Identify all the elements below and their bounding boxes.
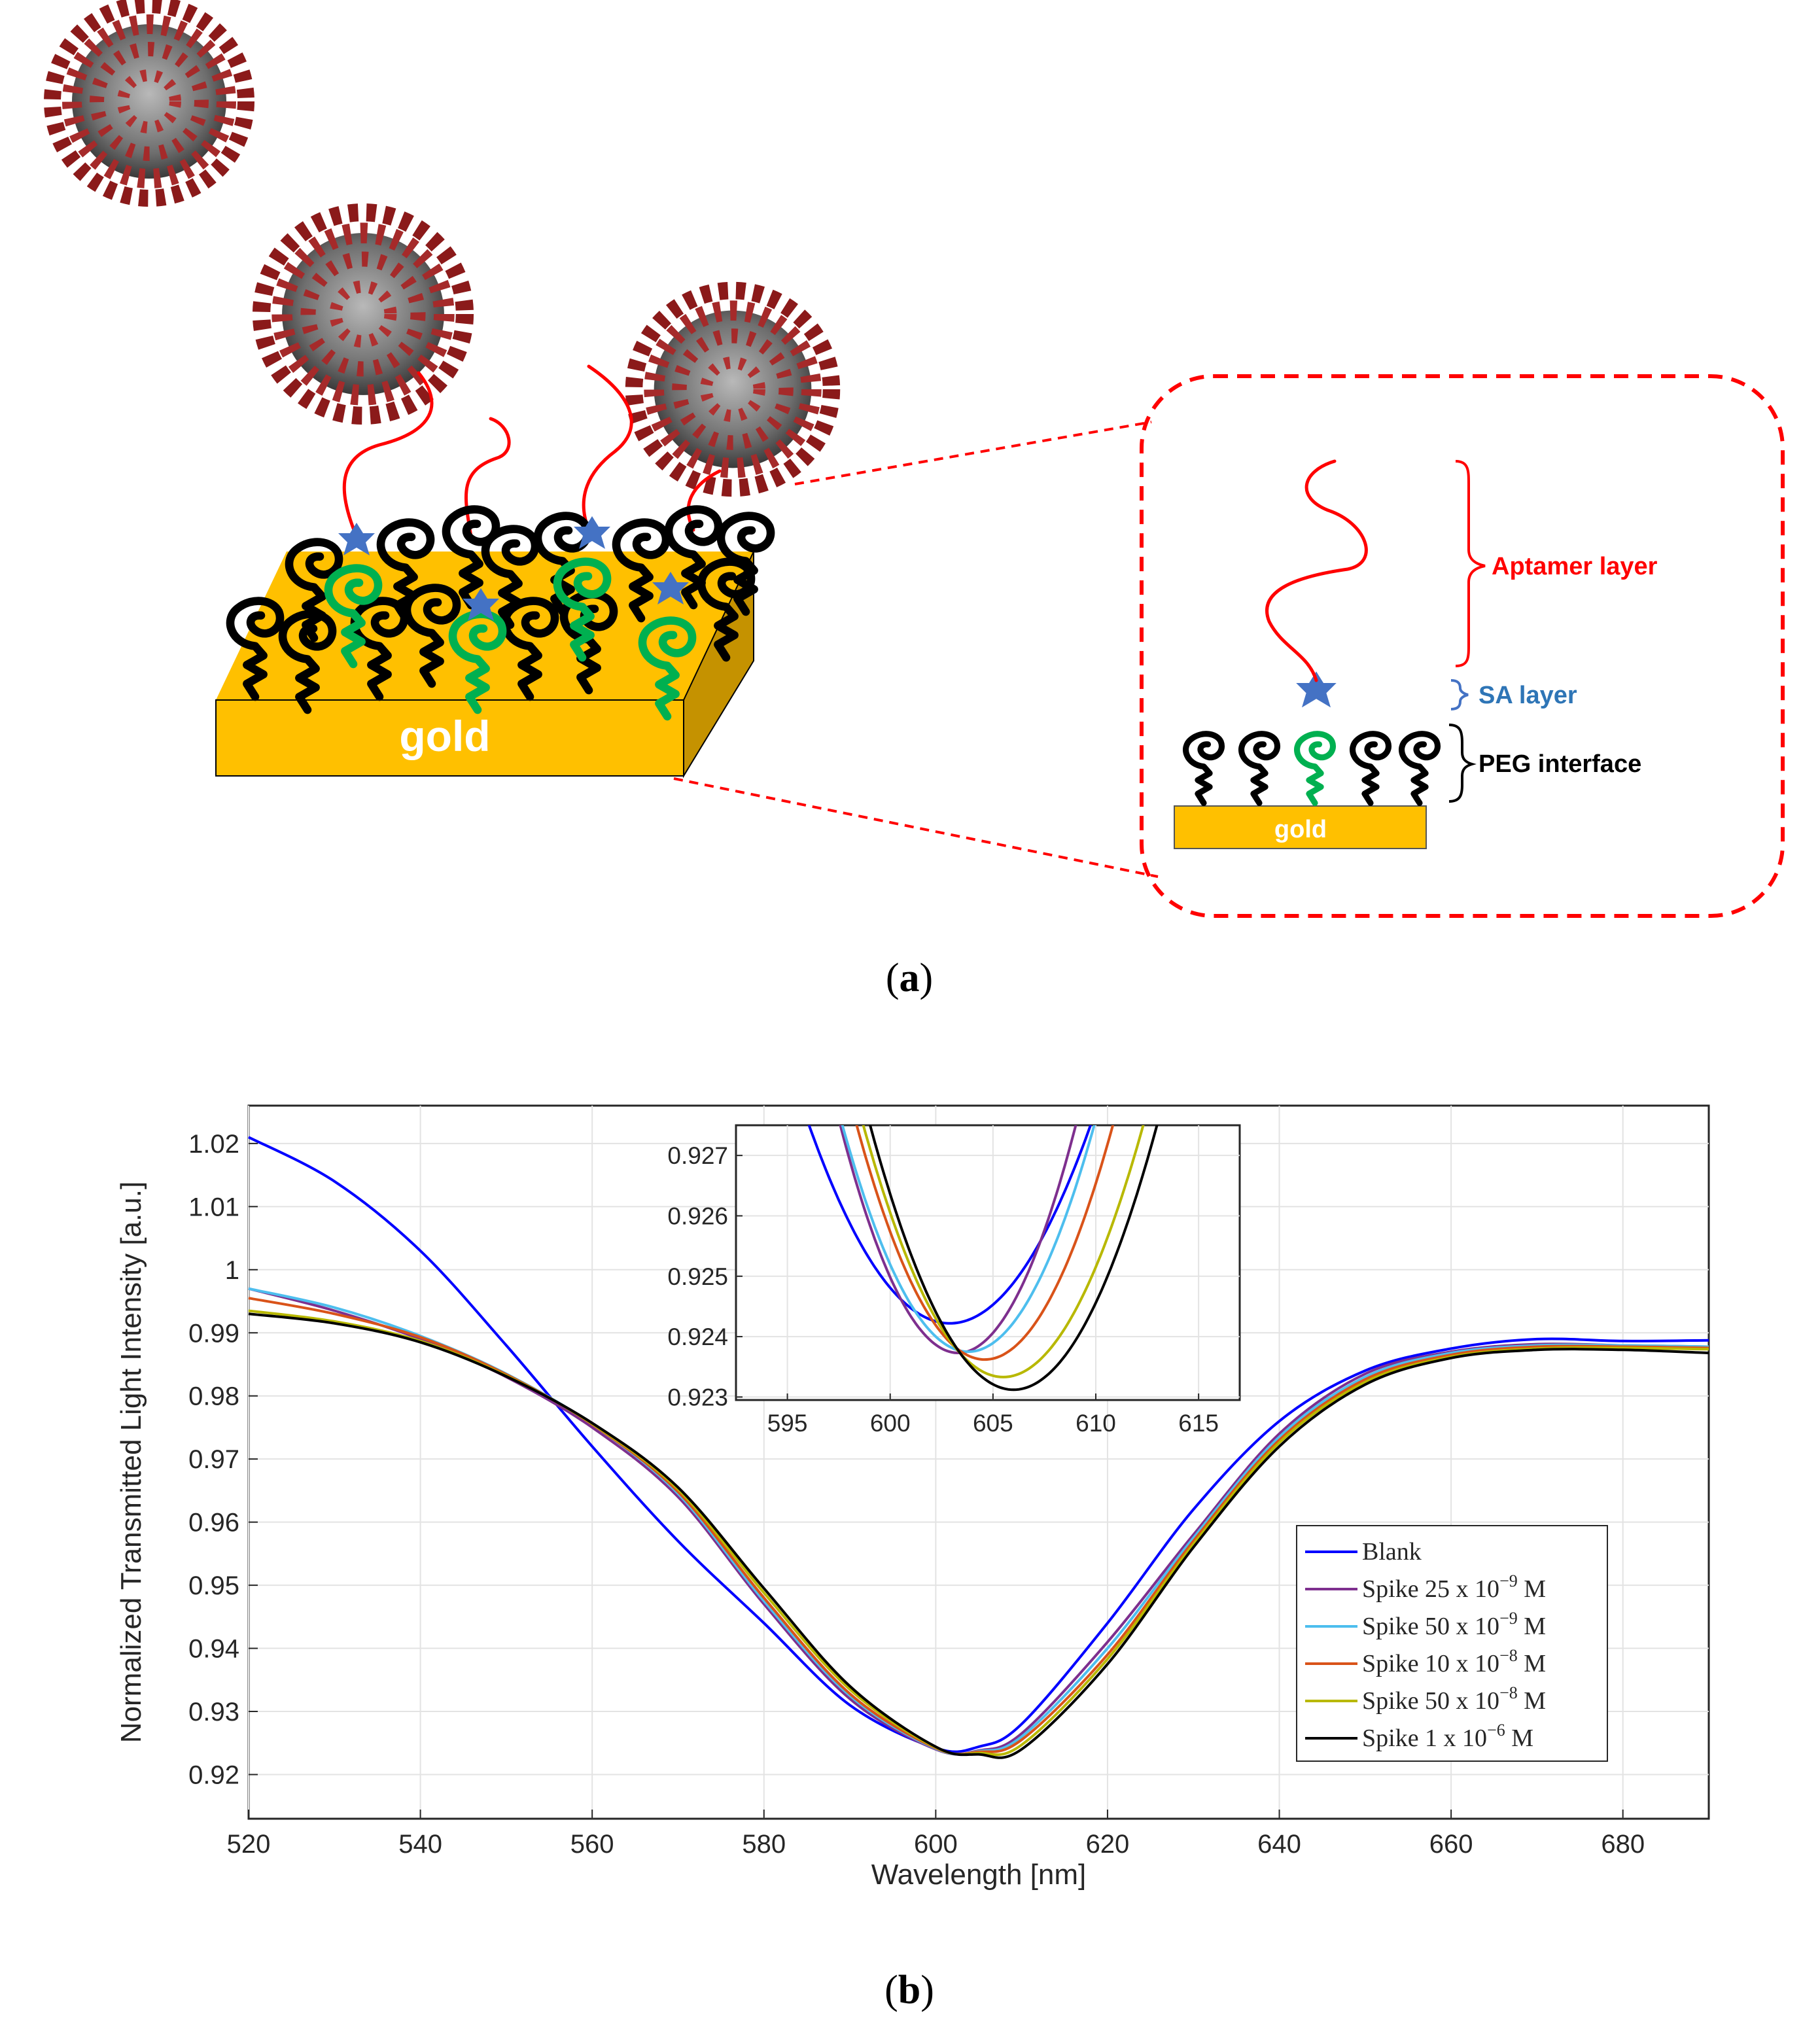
inset-y-tick-label: 0.925 [667,1263,728,1290]
legend-label-1: Spike 25 x 10−9 M [1362,1571,1546,1603]
x-tick-label: 620 [1086,1830,1130,1859]
virus-particle-2 [262,213,465,416]
sa-layer-label: SA layer [1479,682,1577,709]
aptamer-layer-label: Aptamer layer [1492,553,1658,580]
gold-slab-small [1174,805,1427,849]
zoom-line-top [794,421,1152,485]
inset-series-line-5 [868,1125,1159,1392]
inset-series-line-0 [807,1125,1093,1325]
series-line-5 [248,1312,1709,1759]
inset-series-line-3 [855,1125,1115,1361]
legend-label-4: Spike 50 x 10−8 M [1362,1683,1546,1715]
peg-brace [1448,724,1477,803]
inset-x-tick-label: 615 [1178,1410,1219,1437]
panel-a-label: (a) [886,956,933,1000]
aptamer-brace [1455,460,1486,667]
series-line-0 [248,1136,1709,1753]
legend-box [1296,1525,1608,1762]
inset-series-lines [807,1125,1159,1392]
y-tick-label: 0.94 [188,1635,239,1664]
inset-x-tick-label: 595 [767,1410,808,1437]
inset-plot-area [735,1124,1241,1401]
y-axis-title: Normalized Transmitted Light Intensity [… [115,1182,147,1743]
inset-y-tick-label: 0.926 [667,1202,728,1229]
main-x-axis: 520 540 560 580 600 620 640 660 680 [227,1810,1645,1859]
legend-label-0: Blank [1362,1538,1422,1566]
y-tick-label: 0.93 [188,1698,239,1726]
inset-aptamer [1265,459,1368,682]
y-tick-label: 0.92 [188,1760,239,1789]
legend-label-5: Spike 1 x 10−6 M [1362,1721,1533,1752]
gold-label-large: gold [399,712,490,760]
inset-series-line-1 [839,1125,1077,1355]
inset-y-tick-label: 0.927 [667,1142,728,1169]
inset-series-line-4 [862,1125,1145,1378]
inset-series-line-2 [841,1125,1096,1354]
panel-a-diagram: gold [52,5,1785,918]
peg-interface-label: PEG interface [1479,750,1641,778]
sa-brace [1450,679,1469,710]
x-tick-label: 680 [1601,1830,1645,1859]
y-tick-label: 1.01 [188,1193,239,1221]
x-tick-label: 520 [227,1830,271,1859]
legend-label-3: Spike 10 x 10−8 M [1362,1646,1546,1677]
y-tick-label: 1 [225,1256,239,1285]
y-tick-label: 0.96 [188,1509,239,1537]
transmission-spectrum-chart: 520 540 560 580 600 620 640 660 680 0.92 0.93 0.94… [115,1104,1710,1891]
inset-y-axis: 0.923 0.924 0.925 0.926 0.927 [667,1142,743,1410]
y-tick-label: 0.95 [188,1571,239,1600]
y-tick-label: 0.97 [188,1445,239,1474]
main-series-lines [248,1136,1709,1759]
virus-particle-3 [634,290,831,488]
virus-particle-1 [52,5,246,198]
x-tick-label: 540 [398,1830,442,1859]
zoom-line-bottom [673,777,1159,878]
main-y-axis: 0.92 0.93 0.94 0.95 0.96 0.97 0.98 0.99 1 1.01 1.0… [188,1130,258,1789]
inset-x-tick-label: 610 [1076,1410,1116,1437]
inset-peg-layer [1186,734,1438,803]
x-tick-label: 560 [570,1830,614,1859]
inset-x-axis: 595 600 605 610 615 [767,1393,1219,1437]
inset-x-tick-label: 600 [870,1410,911,1437]
inset-y-tick-label: 0.923 [667,1384,728,1410]
x-tick-label: 580 [742,1830,786,1859]
x-tick-label: 660 [1429,1830,1473,1859]
y-tick-label: 0.99 [188,1319,239,1348]
y-tick-label: 1.02 [188,1130,239,1159]
gold-slab-front [215,699,684,777]
y-tick-label: 0.98 [188,1382,239,1411]
x-axis-title: Wavelength [nm] [871,1859,1087,1891]
panel-b-label: (b) [884,1968,934,2012]
inset-y-tick-label: 0.924 [667,1323,728,1350]
gold-label-small: gold [1274,816,1327,843]
x-tick-label: 600 [914,1830,958,1859]
inset-x-tick-label: 605 [973,1410,1013,1437]
x-tick-label: 640 [1257,1830,1301,1859]
zoom-inset-box [1140,374,1785,918]
legend-label-2: Spike 50 x 10−9 M [1362,1609,1546,1640]
